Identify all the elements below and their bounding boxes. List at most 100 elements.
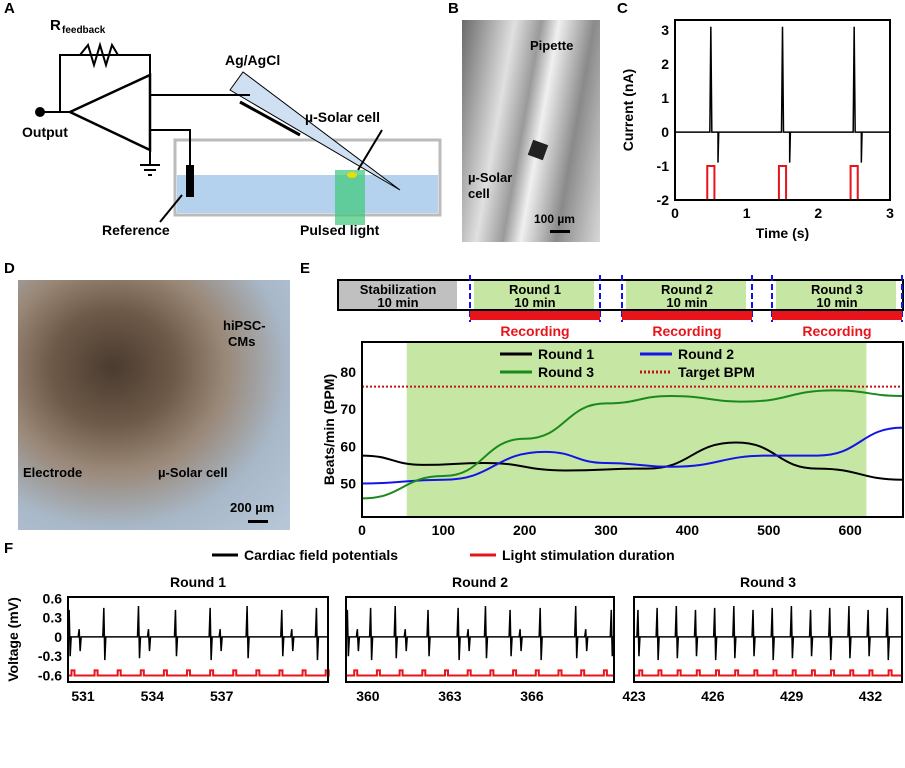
panel-label-c: C (617, 0, 628, 17)
x-tick-label: 537 (210, 688, 234, 704)
legend-label: Cardiac field potentials (244, 547, 398, 563)
series-line-round-3 (361, 389, 904, 500)
panel-label-a: A (4, 0, 15, 17)
subplot-title: Round 3 (740, 574, 796, 590)
solar-cell-arrow (357, 129, 383, 171)
x-tick-label: 1 (743, 205, 751, 221)
y-tick-label: 0 (661, 124, 669, 140)
y-tick-label: 2 (661, 56, 669, 72)
pipette-micrograph: Pipette µ-Solar cell 100 µm (462, 20, 600, 242)
round-label: Round 3 (811, 282, 863, 297)
field-potential-trace (345, 605, 615, 661)
y-tick-label: 3 (661, 22, 669, 38)
reference-electrode (186, 165, 194, 197)
x-tick-label: 366 (520, 688, 544, 704)
round-label: Round 2 (661, 282, 713, 297)
round-block (776, 281, 896, 309)
electrode-label: Electrode (23, 465, 83, 480)
x-tick-label: 300 (594, 522, 618, 538)
field-potential-trace (634, 605, 902, 661)
scale-bar (550, 230, 570, 233)
pipette-label: Pipette (530, 38, 574, 53)
panel-label-f: F (4, 540, 14, 557)
legend-label: Light stimulation duration (502, 547, 675, 563)
output-terminal (35, 107, 45, 117)
recording-label: Recording (652, 323, 721, 339)
panel-label-d: D (4, 260, 15, 277)
legend-label: Round 3 (538, 364, 594, 380)
cell-micrograph: hiPSC- CMs Electrode µ-Solar cell 200 µm (18, 280, 290, 530)
y-axis-label: Voltage (mV) (5, 597, 21, 682)
y-tick-label: 0.6 (43, 590, 63, 606)
scale-bar-label: 100 µm (534, 212, 575, 226)
agagcl-label: Ag/AgCl (225, 52, 280, 68)
x-tick-label: 200 (513, 522, 537, 538)
reference-label: Reference (102, 222, 170, 238)
round-block (626, 281, 746, 309)
x-tick-label: 534 (141, 688, 165, 704)
x-tick-label: 500 (757, 522, 781, 538)
stabilization-duration: 10 min (377, 295, 418, 310)
resistor (79, 41, 119, 69)
y-tick-label: 0 (54, 629, 62, 645)
axes-frame (633, 596, 903, 683)
y-tick-label: -2 (657, 192, 670, 208)
reference-arrow (159, 194, 183, 223)
y-axis-label: Beats/min (BPM) (321, 374, 337, 485)
y-tick-label: -0.3 (38, 648, 62, 664)
scale-bar-label: 200 µm (230, 500, 275, 515)
output-label: Output (22, 124, 68, 140)
x-tick-label: 0 (671, 205, 679, 221)
y-tick-label: -0.6 (38, 668, 62, 684)
pulsed-light-label: Pulsed light (300, 222, 380, 238)
x-tick-label: 429 (780, 688, 804, 704)
pulsed-light-beam (335, 170, 365, 225)
round-duration: 10 min (514, 295, 555, 310)
axes-frame (67, 596, 329, 683)
round-duration: 10 min (816, 295, 857, 310)
x-tick-label: 363 (438, 688, 462, 704)
x-axis-label: Time (s) (756, 225, 809, 241)
solar-label-line2: cell (468, 186, 490, 201)
recording-label: Recording (802, 323, 871, 339)
axes-frame (361, 341, 904, 518)
x-tick-label: 100 (432, 522, 456, 538)
rfeedback-subscript: feedback (62, 25, 106, 36)
light-stimulation-trace (68, 669, 330, 677)
y-tick-label: -1 (657, 158, 670, 174)
x-tick-label: 426 (701, 688, 725, 704)
y-tick-label: 50 (340, 475, 356, 491)
panel-label-b: B (448, 0, 459, 17)
x-tick-label: 400 (676, 522, 700, 538)
round-block (474, 281, 594, 309)
x-tick-label: 531 (71, 688, 95, 704)
light-stimulation-trace (346, 669, 614, 677)
round-duration: 10 min (666, 295, 707, 310)
legend-label: Round 2 (678, 346, 734, 362)
solar-cell-image (527, 139, 549, 161)
y-axis-label: Current (nA) (620, 69, 636, 151)
x-tick-label: 0 (358, 522, 366, 538)
hipsc-label-line1: hiPSC- (223, 318, 266, 333)
reference-wire (150, 129, 191, 165)
bath-chamber (173, 138, 442, 217)
bath-solution (177, 175, 438, 213)
circuit-diagram: R feedback Output Ag/AgCl µ-Solar cell R… (22, 17, 442, 238)
recording-bar (470, 311, 600, 320)
agagcl-wire (239, 100, 301, 137)
x-tick-label: 2 (814, 205, 822, 221)
solar-cell-label: µ-Solar cell (305, 109, 380, 125)
x-tick-label: 3 (886, 205, 894, 221)
x-tick-label: 423 (622, 688, 646, 704)
stimulation-shade (406, 342, 867, 517)
solar-label-line1: µ-Solar (468, 170, 513, 185)
y-tick-label: 1 (661, 90, 669, 106)
x-tick-label: 360 (356, 688, 380, 704)
recording-bar (622, 311, 752, 320)
y-tick-label: 80 (340, 364, 356, 380)
legend-label: Target BPM (678, 364, 755, 380)
axes-frame (674, 19, 891, 201)
